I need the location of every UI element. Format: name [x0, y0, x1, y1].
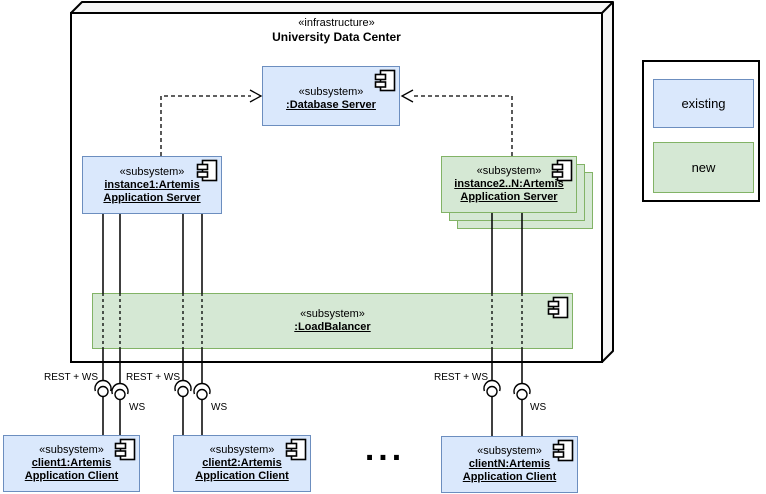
component-icon — [285, 438, 307, 462]
stereotype-label: «subsystem» — [477, 445, 542, 457]
stereotype-label: «subsystem» — [39, 444, 104, 456]
component-icon — [547, 296, 569, 320]
subsystem-name: instance2..N:Artemis Application Server — [454, 178, 564, 203]
interface-label-ws: WS — [129, 402, 146, 413]
component-icon — [114, 438, 136, 462]
subsystem-database-server: «subsystem» :Database Server — [262, 66, 400, 126]
stereotype-label: «subsystem» — [209, 444, 275, 456]
interface-label-rest-ws: REST + WS — [126, 372, 180, 383]
subsystem-name: :Database Server — [286, 99, 376, 111]
interface-label-ws: WS — [530, 402, 547, 413]
datacenter-title: «infrastructure» University Data Center — [71, 16, 602, 44]
component-icon — [552, 439, 574, 463]
legend: existing new — [642, 60, 760, 202]
interface-label-rest-ws: REST + WS — [44, 372, 98, 383]
subsystem-name: client2:Artemis Application Client — [195, 457, 289, 482]
subsystem-name: client1:Artemis Application Client — [24, 457, 119, 482]
ball-socket-connectors — [94, 379, 531, 401]
legend-swatch-existing: existing — [653, 79, 754, 128]
subsystem-instance2n-app-server: «subsystem» instance2..N:Artemis Applica… — [441, 156, 577, 213]
subsystem-load-balancer: «subsystem» :LoadBalancer — [92, 293, 573, 349]
more-clients-ellipsis: ... — [364, 430, 406, 468]
datacenter-name: University Data Center — [272, 30, 401, 44]
subsystem-client2: «subsystem» client2:Artemis Application … — [173, 435, 311, 492]
legend-swatch-new: new — [653, 142, 754, 193]
interface-label-rest-ws: REST + WS — [434, 372, 488, 383]
component-icon — [551, 159, 573, 183]
subsystem-name: instance1:Artemis Application Server — [103, 178, 201, 204]
stereotype-label: «subsystem» — [476, 165, 542, 177]
subsystem-name: clientN:Artemis Application Client — [462, 458, 557, 483]
subsystem-clientN: «subsystem» clientN:Artemis Application … — [441, 436, 578, 493]
subsystem-instance1-app-server: «subsystem» instance1:Artemis Applicatio… — [82, 156, 222, 214]
subsystem-client1: «subsystem» client1:Artemis Application … — [3, 435, 140, 492]
datacenter-stereotype: «infrastructure» — [298, 17, 375, 29]
interface-label-ws: WS — [211, 402, 228, 413]
subsystem-name: :LoadBalancer — [294, 321, 371, 333]
stereotype-label: «subsystem» — [119, 165, 185, 178]
stereotype-label: «subsystem» — [298, 86, 364, 98]
stereotype-label: «subsystem» — [300, 308, 365, 320]
component-icon — [374, 69, 396, 93]
component-icon — [196, 159, 218, 183]
